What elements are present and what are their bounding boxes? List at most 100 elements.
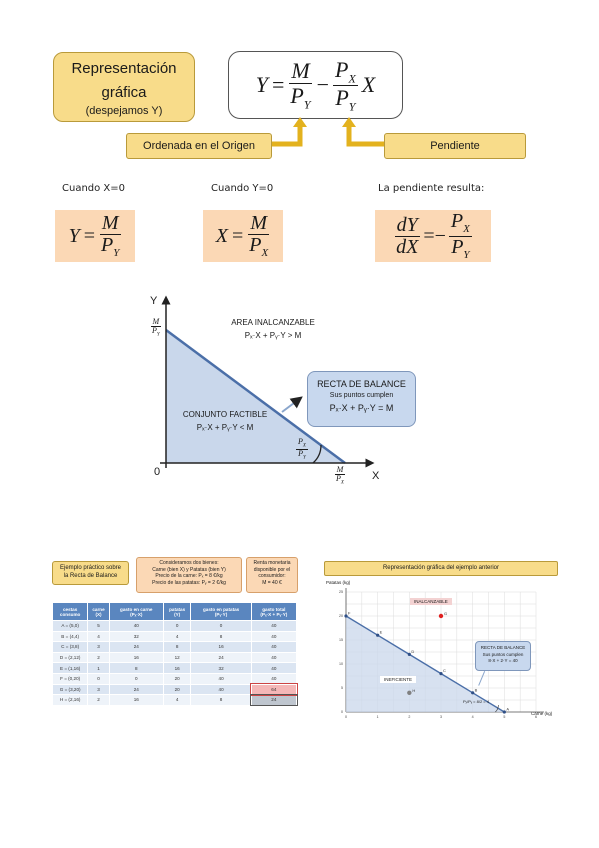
f2-den-sub: X — [261, 246, 269, 259]
f1-num: M — [99, 211, 121, 235]
arrow-ordenada-head — [293, 117, 307, 127]
f2-num: M — [248, 211, 270, 235]
chart-ylabel: Patatas (kg) — [326, 580, 351, 585]
title-line3: (despejamos Y) — [85, 105, 163, 117]
arrow-ordenada — [272, 126, 303, 147]
header-4-l1: gasto en patatas — [202, 606, 240, 612]
formula-frac-m: M PY — [288, 59, 312, 110]
goods-line-2: Precio de la carne: Pₓ = 8 €/kg — [155, 573, 223, 580]
chart-point-g — [438, 613, 444, 619]
chart-budget-sub: Sus puntos cumplen — [482, 651, 524, 657]
f3-num-sub: X — [463, 222, 470, 235]
main-formula: Y = M PY − PX PY X — [228, 51, 403, 119]
income-line-2: consumidor: — [258, 573, 286, 580]
table-cell: 64 — [250, 683, 298, 696]
label-ordenada: Ordenada en el Origen — [126, 133, 272, 159]
table-cell: E = (1,16) — [51, 662, 89, 674]
chart-point-d — [407, 652, 411, 656]
chart-slope-arc — [495, 704, 499, 713]
graph-x-label: X — [372, 470, 380, 482]
chart-y-tick: 20 — [339, 614, 343, 618]
budget-title: RECTA DE BALANCE — [317, 379, 406, 389]
chart-slope-note: Pₓ/Pᵧ = 8/2 = 4 — [463, 699, 489, 704]
table-cell: 40 — [190, 683, 252, 696]
chart-y-tick: 10 — [339, 662, 343, 666]
chart-point-b — [471, 691, 475, 695]
table-cell: 0 — [87, 672, 110, 685]
chart-point-label: B — [475, 687, 478, 692]
formula-eq: = — [272, 72, 285, 97]
formula-py2-letter: P — [335, 84, 349, 110]
chart-point-label: H — [412, 688, 415, 693]
header-1-l2: (X) — [95, 611, 102, 617]
table-cell: 40 — [250, 641, 298, 653]
table-cell: G = (3,20) — [51, 683, 89, 696]
table-cell: 3 — [87, 683, 110, 696]
formula-py-letter: P — [290, 82, 304, 108]
table-cell: 1 — [87, 662, 110, 674]
formula-py2: PY — [333, 84, 357, 113]
feasible-set: CONJUNTO FACTIBLE Pₓ·X + Pᵧ·Y < M — [180, 410, 270, 432]
table-cell: 40 — [108, 620, 164, 632]
table-cell: 3 — [87, 641, 110, 653]
example-title-l2: la Recta de Balance — [63, 572, 118, 579]
slope-den-letter: P — [298, 448, 304, 458]
header-4: gasto en patatas(Pᵧ·Y) — [190, 602, 252, 621]
formula-py2-sub: Y — [348, 98, 356, 113]
f2-den-letter: P — [249, 233, 262, 256]
table-cell: F = (0,20) — [51, 672, 89, 685]
table-cell: 24 — [108, 683, 164, 696]
y-int-den-sub: Y — [156, 332, 160, 338]
chart-point-e — [376, 633, 380, 637]
chart-x-tick: 3 — [440, 715, 442, 719]
header-5: gasto total(Pₓ·X + Pᵧ·Y) — [250, 602, 298, 621]
formula-px-letter: P — [334, 56, 349, 82]
area-unreachable: AREA INALCANZABLE Pₓ·X + Pᵧ·Y > M — [228, 318, 318, 340]
x-int-num: M — [334, 465, 346, 476]
table-cell: D = (2,12) — [51, 651, 89, 664]
label-pendiente: Pendiente — [384, 133, 526, 159]
header-0-l1: cestas — [62, 606, 78, 612]
slope-den: PY — [296, 448, 308, 461]
income-line-1: disponible por el — [253, 566, 291, 573]
y-int-den: PY — [150, 327, 162, 338]
chart-point-c — [439, 672, 443, 676]
f3-num-letter: P — [450, 209, 464, 232]
f3-eq: =− — [423, 224, 446, 247]
table-cell: 5 — [87, 620, 110, 632]
f2-eq: = — [231, 224, 244, 247]
f3-den-sub: Y — [463, 248, 470, 261]
chart-budget-eq: 8·X + 2·Y = 40 — [488, 658, 518, 663]
header-5-l1: gasto total — [262, 606, 286, 612]
graph-y-label: Y — [150, 295, 158, 307]
table-cell: 8 — [190, 630, 252, 643]
table-cell: 24 — [190, 651, 252, 664]
x-int-den: PX — [334, 475, 346, 486]
f3-num: PX — [448, 209, 472, 237]
example-income: Renta monetaria disponible por el consum… — [246, 557, 298, 593]
chart-y-tick: 5 — [341, 686, 343, 690]
f2-lhs: X — [215, 224, 228, 247]
formula-m: M — [289, 58, 312, 84]
chart-title: Representación gráfica del ejemplo anter… — [324, 561, 558, 576]
table-cell: 4 — [87, 630, 110, 643]
table-cell: 40 — [250, 672, 298, 685]
chart-x-tick: 5 — [503, 715, 505, 719]
table-cell: 40 — [190, 672, 252, 685]
table-cell: 40 — [250, 630, 298, 643]
table-cell: 16 — [162, 662, 192, 674]
income-line-3: M = 40 € — [262, 579, 282, 586]
table-cell: 24 — [250, 693, 298, 707]
y-int-den-letter: P — [152, 326, 157, 336]
chart-inefficient: INEFICIENTE — [380, 676, 417, 683]
chart-point-label: A — [506, 707, 509, 712]
arrow-pendiente-head — [342, 117, 356, 127]
